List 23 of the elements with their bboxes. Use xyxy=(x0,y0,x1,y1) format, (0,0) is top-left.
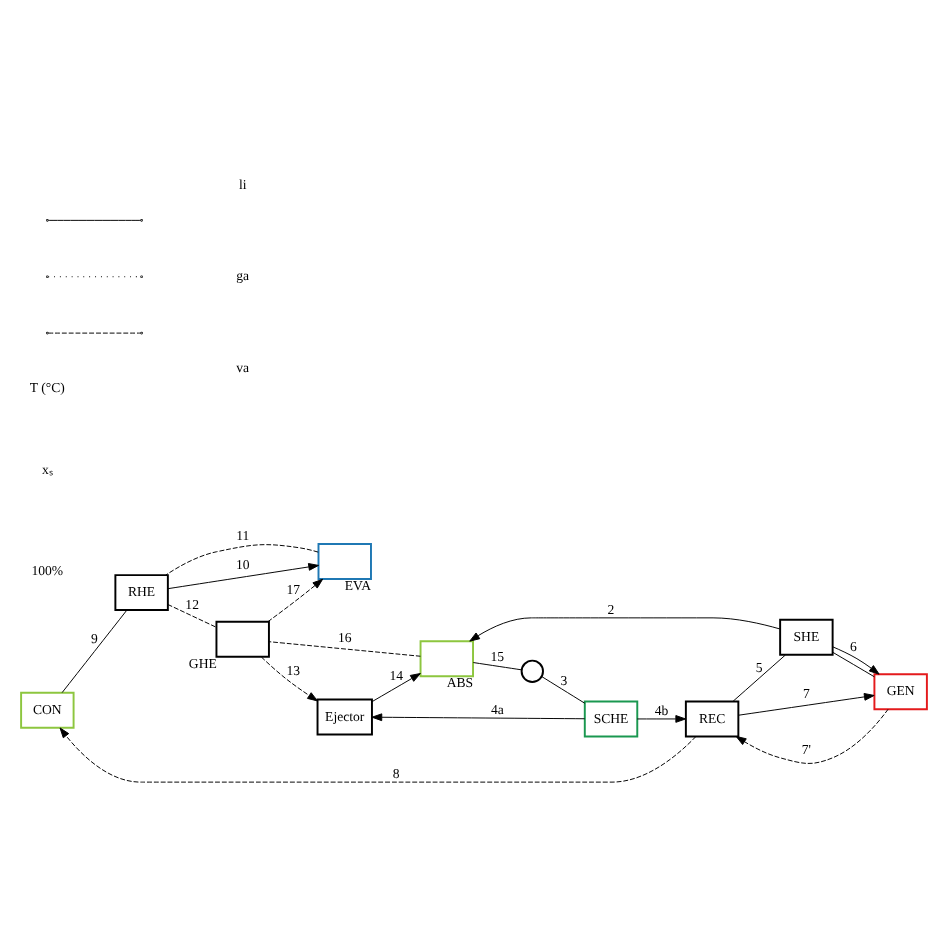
connector xyxy=(732,653,786,701)
arrow xyxy=(636,714,687,722)
arrow xyxy=(59,726,697,782)
arrow xyxy=(260,655,318,701)
node-circle xyxy=(520,658,544,682)
arrow xyxy=(738,692,875,715)
arrow xyxy=(832,645,880,674)
arrow xyxy=(167,562,319,589)
arrow xyxy=(267,577,324,622)
connector xyxy=(268,640,421,656)
connector xyxy=(61,608,128,693)
connector xyxy=(541,675,586,703)
arrow xyxy=(735,707,889,763)
connector xyxy=(165,543,319,575)
node-box xyxy=(215,619,270,657)
arrow xyxy=(371,672,421,702)
connector xyxy=(472,661,523,670)
arrow xyxy=(469,616,781,641)
node-box xyxy=(419,639,474,677)
connector xyxy=(832,650,875,677)
arrow xyxy=(371,712,586,721)
node-box xyxy=(317,542,372,579)
connector xyxy=(167,603,217,627)
